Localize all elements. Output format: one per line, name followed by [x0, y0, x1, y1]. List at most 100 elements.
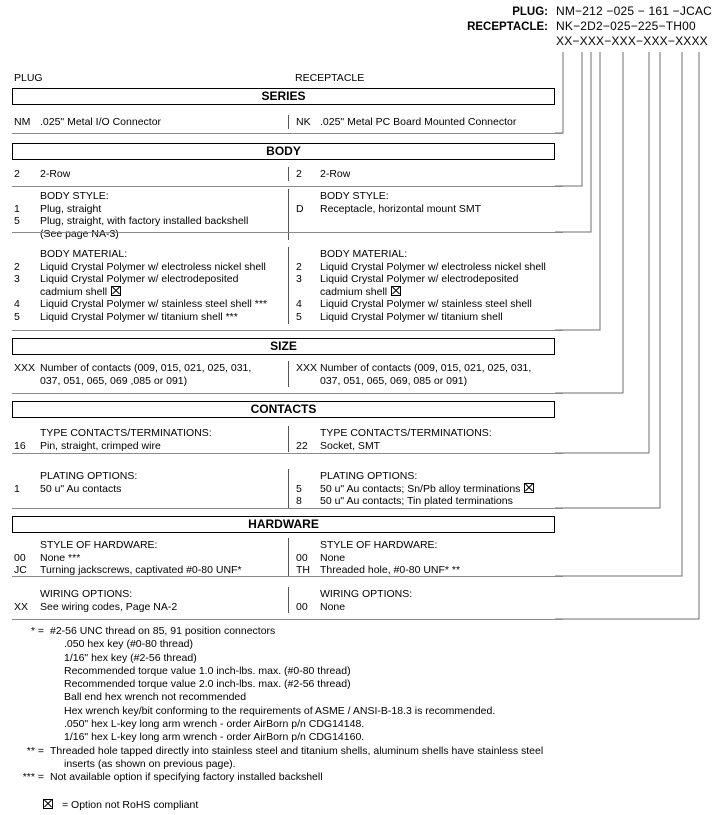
section-banner-contacts: CONTACTS	[12, 401, 555, 418]
option-text: See wiring codes, Page NA-2	[40, 600, 178, 613]
option-code: 16	[14, 439, 26, 452]
footnote-line: inserts (as shown on previous page).	[0, 758, 600, 771]
option-text: Liquid Crystal Polymer w/ stainless stee…	[320, 298, 532, 311]
footnote-line: Recommended torque value 2.0 inch-lbs. m…	[0, 678, 600, 691]
option-text: Socket, SMT	[320, 439, 381, 452]
column-divider	[288, 587, 289, 614]
option-text: Plug, straight	[40, 202, 102, 215]
column-divider	[288, 361, 289, 388]
option-code: 3	[296, 273, 302, 286]
footnote-text: Hex wrench key/bit conforming to the req…	[64, 704, 496, 717]
row-separator	[12, 133, 563, 134]
option-text: Turning jackscrews, captivated #0-80 UNF…	[40, 564, 242, 577]
group-heading: PLATING OPTIONS:	[40, 470, 138, 482]
footnote-text: Not available option if specifying facto…	[50, 771, 323, 784]
footnote-line: Recommended torque value 1.0 inch-lbs. m…	[0, 665, 600, 678]
footnote-marker: ** =	[26, 744, 44, 757]
option-text: Liquid Crystal Polymer w/ electrodeposit…	[320, 273, 519, 286]
group-heading: STYLE OF HARDWARE:	[320, 539, 438, 551]
part-number-mask-row: XX−XXX−XXX−XXX−XXXX	[0, 34, 717, 49]
option-code: XXX	[14, 362, 36, 374]
footnote-text: inserts (as shown on previous page).	[64, 757, 236, 770]
option-text: 50 u" Au contacts; Tin plated terminatio…	[320, 495, 513, 508]
row-separator	[12, 576, 563, 577]
option-text: .025" Metal PC Board Mounted Connector	[320, 116, 517, 128]
option-code: 4	[296, 298, 302, 311]
option-text: None	[320, 551, 346, 564]
column-divider	[288, 189, 289, 241]
footnote-text: 1/16" hex L-key long arm wrench - order …	[64, 731, 365, 744]
footnote-line: 1/16" hex L-key long arm wrench - order …	[0, 731, 600, 744]
row-separator	[12, 232, 563, 233]
option-code: 2	[296, 168, 302, 180]
column-caption-receptacle: RECEPTACLE	[295, 72, 365, 84]
option-code: XXX	[296, 362, 318, 374]
footnote-text: Recommended torque value 1.0 inch-lbs. m…	[64, 664, 351, 677]
group-heading: TYPE CONTACTS/TERMINATIONS:	[40, 427, 212, 439]
group-heading: BODY STYLE:	[320, 190, 389, 202]
receptacle-part-number-label: RECEPTACLE:	[467, 21, 548, 33]
option-code: XX	[14, 600, 29, 613]
option-code: JC	[14, 564, 27, 577]
option-text: Liquid Crystal Polymer w/ titanium shell…	[40, 311, 238, 323]
row-separator	[12, 393, 563, 394]
rohs-noncompliant-icon	[524, 482, 535, 493]
option-text: 50 u" Au contacts	[40, 482, 122, 495]
column-divider	[288, 167, 289, 181]
option-text: 2-Row	[40, 168, 71, 180]
option-code: 8	[296, 495, 302, 508]
footnote-text: 1/16" hex key (#2-56 thread)	[64, 651, 197, 664]
option-code: 00	[296, 600, 308, 613]
option-text: .025" Metal I/O Connector	[40, 116, 162, 128]
option-code: 2	[14, 260, 20, 273]
footnote-text: #2-56 UNC thread on 85, 91 position conn…	[50, 625, 276, 637]
option-text: None	[320, 600, 346, 613]
section-banner-hardware: HARDWARE	[12, 516, 555, 533]
footnote-marker: * =	[30, 625, 44, 637]
option-code: 5	[296, 482, 302, 495]
row-separator	[12, 186, 563, 187]
plug-part-number-label: PLUG:	[512, 6, 548, 18]
column-divider	[288, 426, 289, 453]
column-caption-plug: PLUG	[14, 72, 43, 84]
column-divider	[288, 538, 289, 577]
footnote-text: Recommended torque value 2.0 inch-lbs. m…	[64, 678, 351, 691]
option-code: 00	[296, 551, 308, 564]
option-text: Pin, straight, crimped wire	[40, 439, 161, 452]
group-heading: STYLE OF HARDWARE:	[40, 539, 158, 551]
option-code: NM	[14, 116, 31, 128]
option-code: 1	[14, 202, 20, 215]
column-divider	[288, 469, 289, 508]
receptacle-part-number-row: RECEPTACLE: NK−2D2−025−225−TH00	[0, 19, 717, 34]
footnote-line: Hex wrench key/bit conforming to the req…	[0, 705, 600, 718]
option-code: D	[296, 202, 304, 215]
footnote-line: * = #2-56 UNC thread on 85, 91 position c…	[0, 625, 600, 638]
footnote-marker: *** =	[22, 771, 44, 784]
rohs-noncompliant-icon	[43, 798, 53, 809]
footnote-text: .050 hex key (#0-80 thread)	[64, 638, 193, 651]
footnote-line: ** =Threaded hole tapped directly into s…	[0, 745, 600, 758]
option-code: 3	[14, 273, 20, 286]
option-text: Threaded hole, #0-80 UNF* **	[320, 564, 461, 577]
receptacle-part-number-value: NK−2D2−025−225−TH00	[556, 19, 696, 33]
option-text: Receptacle, horizontal mount SMT	[320, 202, 482, 215]
row-separator	[12, 330, 563, 331]
option-code: 1	[14, 482, 20, 495]
option-text: None ***	[40, 551, 81, 564]
group-heading: BODY STYLE:	[40, 190, 109, 202]
footnote-line: Ball end hex wrench not recommended	[0, 691, 600, 704]
group-heading: WIRING OPTIONS:	[40, 588, 133, 600]
part-number-header: PLUG: NM−212 −025 − 161 −JCAC RECEPTACLE…	[0, 4, 717, 49]
column-captions: PLUG RECEPTACLE	[0, 72, 560, 86]
option-text: (See page NA-3)	[40, 227, 119, 240]
option-text: Liquid Crystal Polymer w/ electroless ni…	[320, 260, 546, 273]
option-code: 2	[296, 260, 302, 273]
option-code: TH	[296, 564, 310, 577]
option-code: 5	[296, 311, 302, 323]
footnote-line: .050 hex key (#0-80 thread)	[0, 638, 600, 651]
group-heading: TYPE CONTACTS/TERMINATIONS:	[320, 427, 492, 439]
row-separator	[12, 453, 563, 454]
option-text: Liquid Crystal Polymer w/ stainless stee…	[40, 298, 268, 311]
section-banner-size: SIZE	[12, 338, 555, 355]
